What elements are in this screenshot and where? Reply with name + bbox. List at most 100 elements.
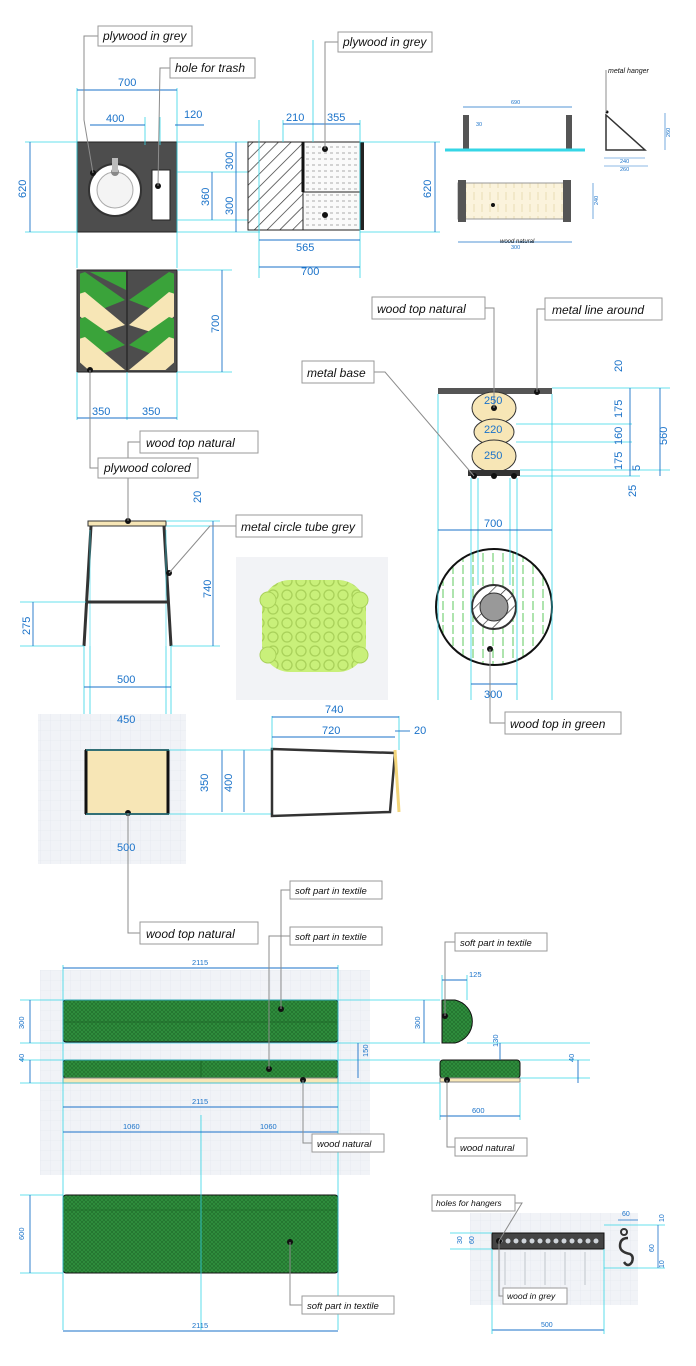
label-soft-textile-3: soft part in textile [460,938,532,949]
stool-elevation [82,518,173,647]
front-elevation [76,269,178,373]
label-soft-textile-1: soft part in textile [295,886,367,897]
dim-front-350a: 350 [92,406,110,418]
label-wood-top-natural-2: wood top natural [146,436,235,450]
dim-stool-20: 20 [192,491,204,503]
dim-stool-275: 275 [21,617,33,635]
dim-counter-360: 360 [200,188,212,206]
dim-sink-620: 620 [17,180,29,198]
dim-rack-500: 500 [541,1322,553,1329]
stool-side-view [270,716,410,818]
label-wood-natural-1: wood natural [317,1139,372,1150]
dim-stool-side-720: 720 [322,725,340,737]
dim-seat-2115: 2115 [192,1321,208,1330]
dim-table-700: 700 [484,518,502,530]
label-wood-natural-small: wood natural [500,239,535,245]
dim-hanger-300: 300 [511,245,520,251]
label-plywood-colored: plywood colored [103,461,191,475]
dim-stool-500b: 500 [117,842,135,854]
dim-table-220: 220 [484,424,502,436]
dim-sink-width: 700 [118,77,136,89]
dim-end-40: 40 [567,1054,576,1062]
label-metal-circle-tube-grey: metal circle tube grey [241,520,356,534]
dim-table-20: 20 [613,360,625,372]
bench-guides [20,965,590,1330]
dim-bench-2115a: 2115 [192,958,208,967]
label-plywood-grey-1: plywood in grey [102,29,187,43]
round-table-plan [435,548,553,666]
label-soft-textile-2: soft part in textile [295,932,367,943]
dim-stool-740: 740 [202,580,214,598]
bench-dimension-lines [29,967,579,1332]
dim-rack-60c: 60 [649,1244,656,1252]
dim-hanger-30: 30 [476,122,482,128]
dim-rack-60b: 60 [469,1236,476,1244]
label-wood-natural-2: wood natural [460,1143,515,1154]
dim-end-300: 300 [413,1016,422,1029]
dim-hanger-260b: 260 [620,167,629,173]
label-wood-top-natural-1: wood top natural [377,302,466,316]
bench-seat-view [62,1194,339,1274]
dim-hanger-260: 260 [666,128,672,137]
dim-stool-500a: 500 [117,674,135,686]
bench-front-view [62,1059,339,1084]
round-table-guides [437,387,670,700]
hanger-detail [445,106,666,243]
label-hole-for-trash: hole for trash [175,61,245,75]
dim-counter-355: 355 [327,112,345,124]
dim-table-175a: 175 [613,400,625,418]
dim-table-250b: 250 [484,450,502,462]
label-metal-line-around: metal line around [552,303,644,317]
dim-bench-1060a: 1060 [123,1122,140,1131]
dim-front-350b: 350 [142,406,160,418]
dim-stool-400: 400 [223,774,235,792]
counter-dimension-lines [211,123,436,268]
sink-guides [25,88,260,268]
dim-table-160: 160 [613,427,625,445]
front-dimension-lines [76,269,232,420]
knot-pouf-image [236,557,388,700]
counter-top-view [247,141,364,231]
dim-table-300: 300 [484,689,502,701]
dim-table-175b: 175 [613,452,625,470]
dim-bench-300: 300 [17,1016,26,1029]
trash-hole [151,169,171,221]
dim-end-130: 130 [491,1034,500,1047]
dim-rack-10b: 10 [659,1260,666,1268]
dim-stool-350: 350 [199,774,211,792]
dim-counter-210: 210 [286,112,304,124]
stool-plan [38,714,272,864]
dim-bench-2115b: 2115 [192,1097,208,1106]
dim-bench-40: 40 [17,1054,26,1062]
dim-counter-565: 565 [296,242,314,254]
label-plywood-grey-2: plywood in grey [342,35,427,49]
dim-table-560: 560 [658,427,670,445]
label-wood-top-natural-3: wood top natural [146,927,235,941]
dim-bench-150: 150 [361,1044,370,1057]
dim-counter-700: 700 [301,266,319,278]
dim-seat-600: 600 [17,1227,26,1240]
dim-hanger-690: 690 [511,100,520,106]
dim-table-250a: 250 [484,395,502,407]
hanger-rack [450,1213,665,1334]
dim-stool-side-740: 740 [325,704,343,716]
counter-guides [258,40,440,278]
dim-end-600: 600 [472,1106,485,1115]
label-metal-hanger: metal hanger [608,68,650,75]
label-wood-in-grey: wood in grey [507,1291,556,1301]
dim-rack-10a: 10 [659,1214,666,1222]
dim-hanger-240b: 240 [594,196,600,205]
label-metal-base: metal base [307,366,366,380]
dim-rack-30: 30 [457,1236,464,1244]
callout-leaders [83,35,607,1306]
dim-table-5: 5 [631,465,643,471]
label-wood-top-in-green: wood top in green [510,717,606,731]
dim-rack-60a: 60 [622,1211,630,1218]
dim-sink-400: 400 [106,113,124,125]
dim-bench-1060b: 1060 [260,1122,277,1131]
dim-stool-450: 450 [117,714,135,726]
dim-counter-300a: 300 [224,152,236,170]
round-table-dimension-lines [438,388,661,685]
dim-counter-300b: 300 [224,197,236,215]
